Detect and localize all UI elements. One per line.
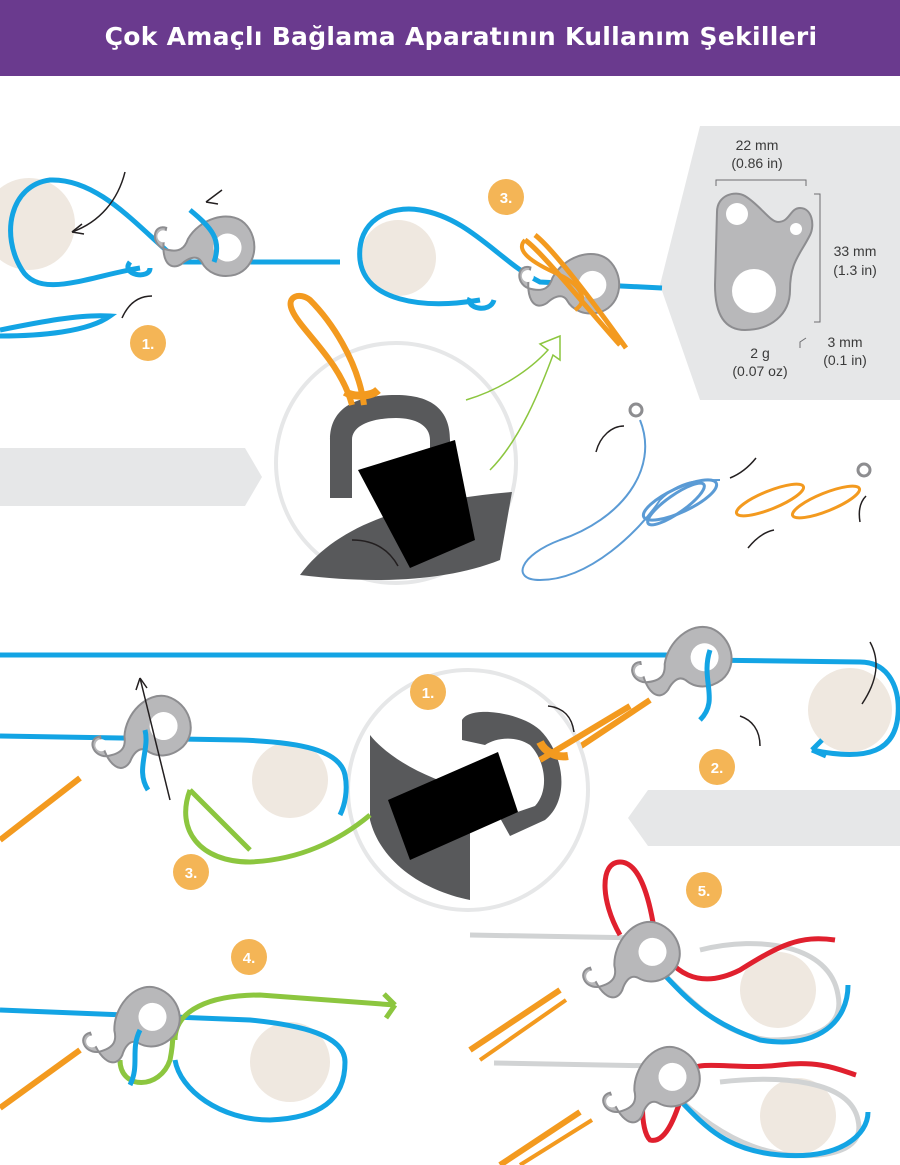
grommet-fabric: [358, 440, 475, 568]
spec-dimensions: 22 mm (0.86 in) 33 mm (1.3 in) 3 mm (0.1…: [713, 137, 877, 379]
storage-illustration: [521, 402, 872, 582]
step-number: 4.: [243, 950, 256, 967]
curved-arrow-icon: [351, 539, 399, 567]
step-badge: [130, 325, 166, 361]
curved-arrow-icon: [861, 641, 877, 705]
post: [252, 742, 328, 818]
step-number: 3.: [185, 865, 198, 882]
step-mid-2: 2.: [558, 615, 900, 785]
instruction-diagram: 1. 3. 22 mm (0.86: [0, 126, 900, 1165]
step-bot-5: 5.: [468, 859, 871, 1165]
step-badge: [699, 749, 735, 785]
step-mid-3: 3.: [0, 677, 372, 890]
detail-circle-top: [274, 292, 561, 585]
height-in: (1.3 in): [833, 262, 877, 278]
post: [360, 220, 436, 296]
weight-oz: (0.07 oz): [732, 363, 787, 379]
step-badge: [488, 179, 524, 215]
post: [250, 1022, 330, 1102]
device-icon: [597, 1034, 713, 1145]
step-badge: [173, 854, 209, 890]
header-bar: Çok Amaçlı Bağlama Aparatının Kullanım Ş…: [0, 0, 900, 76]
direction-arrow: [465, 334, 561, 471]
post: [740, 952, 816, 1028]
weight-g: 2 g: [750, 345, 769, 361]
thickness-in: (0.1 in): [823, 352, 867, 368]
step-badge: [231, 939, 267, 975]
post: [760, 1078, 836, 1154]
device-icon: [577, 909, 693, 1020]
step-number: 1.: [142, 336, 155, 353]
step-number: 3.: [500, 190, 513, 207]
width-mm: 22 mm: [736, 137, 779, 153]
height-mm: 33 mm: [834, 243, 877, 259]
step-badge: [686, 872, 722, 908]
step-number: 5.: [698, 883, 711, 900]
curved-arrow-icon: [121, 295, 153, 319]
thickness-mm: 3 mm: [828, 334, 863, 350]
step-top-1: 1.: [0, 171, 340, 361]
step-top-3: 3.: [357, 179, 663, 350]
step-bot-4: 4.: [0, 939, 398, 1123]
step-number: 1.: [422, 685, 435, 702]
width-in: (0.86 in): [731, 155, 782, 171]
page-title: Çok Amaçlı Bağlama Aparatının Kullanım Ş…: [104, 22, 818, 51]
step-number: 2.: [711, 760, 724, 777]
curved-arrow-icon: [205, 189, 223, 205]
step-badge: [410, 674, 446, 710]
curved-arrow-icon: [547, 705, 575, 733]
detail-circle-mid: 1.: [346, 668, 632, 912]
curved-arrow-icon: [739, 715, 761, 747]
gray-band-left: [0, 448, 262, 506]
gray-band-right: [628, 790, 900, 846]
grommet-fabric: [388, 752, 518, 860]
curved-arrow-icon: [139, 677, 171, 801]
curved-arrow-icon: [71, 171, 126, 233]
